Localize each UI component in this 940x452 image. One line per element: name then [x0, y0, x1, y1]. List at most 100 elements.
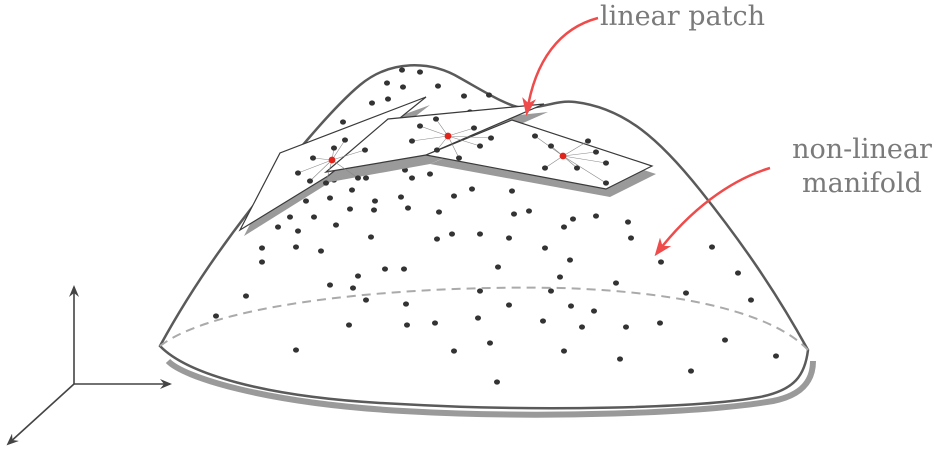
data-point — [613, 280, 619, 286]
data-point — [570, 216, 576, 222]
linear-patches — [238, 96, 656, 236]
data-point — [451, 193, 457, 199]
data-point — [432, 320, 438, 326]
data-point — [349, 187, 355, 193]
axis-z — [6, 383, 75, 446]
data-point — [401, 266, 407, 272]
data-point — [403, 301, 409, 307]
data-point — [350, 285, 356, 291]
data-point — [333, 222, 339, 228]
data-point — [287, 214, 293, 220]
data-points — [213, 67, 779, 385]
neighbor-point — [433, 116, 439, 122]
neighbor-point — [471, 125, 477, 131]
data-point — [311, 214, 317, 220]
data-point — [355, 273, 361, 279]
data-point — [347, 206, 353, 212]
data-point — [557, 274, 563, 280]
data-point — [593, 213, 599, 219]
neighbor-point — [585, 138, 591, 144]
data-point — [579, 324, 585, 330]
equator-dashed — [159, 286, 809, 351]
neighbor-point — [331, 145, 337, 151]
neighbor-point — [542, 165, 548, 171]
data-point — [436, 209, 442, 215]
data-point — [346, 322, 352, 328]
data-point — [561, 348, 567, 354]
patch-center-point — [559, 152, 567, 160]
data-point — [400, 84, 406, 90]
data-point — [773, 353, 779, 359]
data-point — [293, 347, 299, 353]
manifold-label-line2: manifold — [802, 168, 922, 199]
neighbor-link — [419, 125, 449, 137]
neighbor-link — [544, 155, 564, 169]
data-point — [259, 259, 265, 265]
neighbor-link — [447, 135, 460, 159]
neighbor-point — [323, 180, 329, 186]
data-point — [509, 188, 515, 194]
neighbor-point — [310, 155, 316, 161]
manifold-shadow — [165, 358, 816, 418]
patch-pointer-arrow — [522, 16, 599, 116]
neighbor-point — [477, 143, 483, 149]
neighbor-point — [532, 133, 538, 139]
neighbor-point — [603, 160, 609, 166]
neighbor-point — [307, 178, 313, 184]
neighbor-point — [574, 165, 580, 171]
data-point — [487, 340, 493, 346]
data-point — [506, 235, 512, 241]
data-point — [735, 270, 741, 276]
data-point — [477, 231, 483, 237]
data-point — [327, 282, 333, 288]
data-point — [542, 245, 548, 251]
neighbor-link — [297, 159, 333, 174]
data-point — [451, 348, 457, 354]
linear-patch-label: linear patch — [600, 1, 765, 32]
data-point — [511, 211, 517, 217]
coordinate-axes — [6, 285, 172, 446]
data-point — [475, 315, 481, 321]
neighbor-link — [447, 135, 492, 139]
neighbor-link — [309, 159, 333, 182]
neighbor-point — [593, 149, 599, 155]
neighbor-link — [562, 140, 589, 157]
data-point — [404, 322, 410, 328]
data-point — [427, 171, 433, 177]
neighbor-point — [488, 135, 494, 141]
data-point — [371, 207, 377, 213]
neighbor-link — [562, 155, 607, 164]
neighbor-point — [456, 155, 462, 161]
data-point — [469, 186, 475, 192]
neighbor-point — [417, 123, 423, 129]
data-point — [363, 175, 369, 181]
data-point — [495, 264, 501, 270]
data-point — [435, 83, 441, 89]
data-point — [748, 297, 754, 303]
neighbor-link — [447, 127, 475, 137]
data-point — [369, 100, 375, 106]
data-point — [658, 259, 664, 265]
data-point — [623, 324, 629, 330]
data-point — [372, 198, 378, 204]
manifold-label-line1: non-linear — [792, 134, 932, 165]
data-point — [540, 318, 546, 324]
data-point — [688, 368, 694, 374]
data-point — [293, 244, 299, 250]
data-point — [625, 219, 631, 225]
data-point — [363, 297, 369, 303]
data-point — [399, 67, 405, 73]
data-point — [417, 69, 423, 75]
data-point — [384, 80, 390, 86]
neighbor-point — [434, 147, 440, 153]
data-point — [318, 248, 324, 254]
data-point — [259, 245, 265, 251]
neighbor-point — [548, 143, 554, 149]
data-point — [275, 224, 281, 230]
neighbor-link — [331, 159, 359, 179]
data-point — [213, 313, 219, 319]
data-point — [340, 119, 346, 125]
data-point — [405, 205, 411, 211]
neighbor-link — [331, 149, 366, 161]
